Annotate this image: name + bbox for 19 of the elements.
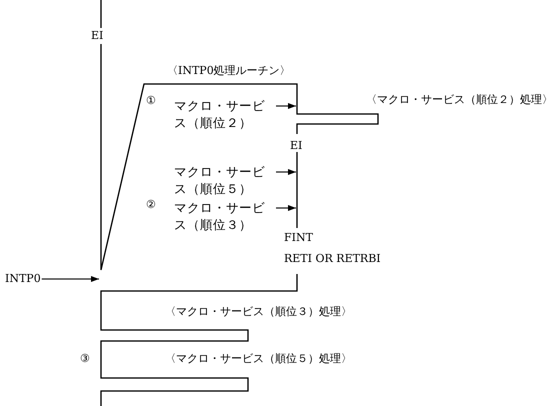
routine-heading: 〈マクロ・サービス（順位２）処理〉 (366, 93, 553, 107)
state-label: EI (91, 29, 104, 43)
state-label: EI (290, 139, 302, 153)
routine-heading: 〈INTP0処理ルーチン〉 (167, 64, 291, 78)
arrow (276, 103, 296, 109)
instruction-label: RETI OR RETRBI (284, 252, 381, 266)
routine-heading: 〈マクロ・サービス（順位５）処理〉 (165, 352, 352, 366)
arrow (276, 169, 296, 175)
instruction-label: FINT (284, 231, 313, 245)
macro-service-label: マクロ・サービス（順位３） (174, 199, 275, 233)
step-number: ③ (80, 352, 90, 366)
arrow (41, 276, 100, 282)
arrow (276, 205, 296, 211)
macro-service-label: マクロ・サービス（順位５） (174, 163, 275, 197)
step-number: ① (146, 94, 156, 108)
step-number: ② (146, 198, 156, 212)
routine-heading: 〈マクロ・サービス（順位３）処理〉 (165, 305, 352, 319)
macro-service-label: マクロ・サービス（順位２） (174, 97, 275, 131)
signal-label: INTP0 (5, 270, 41, 287)
